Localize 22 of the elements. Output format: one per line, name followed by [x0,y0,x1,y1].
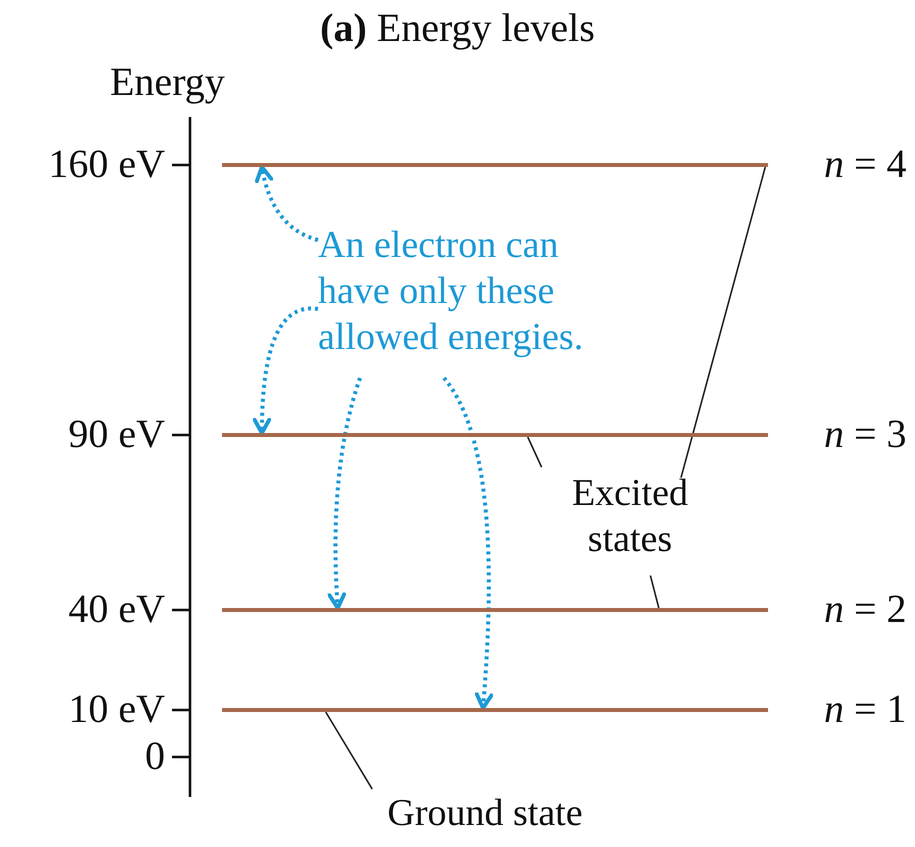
dotted-arrow [442,376,494,710]
level-label: n = 4 [824,140,907,188]
dotted-arrow [252,306,318,435]
tick-label: 0 [145,732,165,780]
leader-line [680,166,766,478]
state-label: Ground state [365,790,605,836]
tick-label: 40 eV [68,585,165,633]
diagram-title: (a) Energy levels [319,4,596,52]
tick-label: 160 eV [48,140,165,188]
axis-title: Energy [110,58,225,106]
leader-line [527,436,542,468]
dotted-arrow [328,377,362,610]
tick-label: 90 eV [68,410,165,458]
leader-line [325,712,373,790]
state-label: Excited states [545,470,715,562]
level-label: n = 1 [824,685,907,733]
level-label: n = 2 [824,585,907,633]
callout-text: An electron can have only these allowed energies. [318,222,618,360]
tick-label: 10 eV [68,685,165,733]
leader-line [650,575,660,608]
dotted-arrow [255,165,319,242]
level-label: n = 3 [824,410,907,458]
